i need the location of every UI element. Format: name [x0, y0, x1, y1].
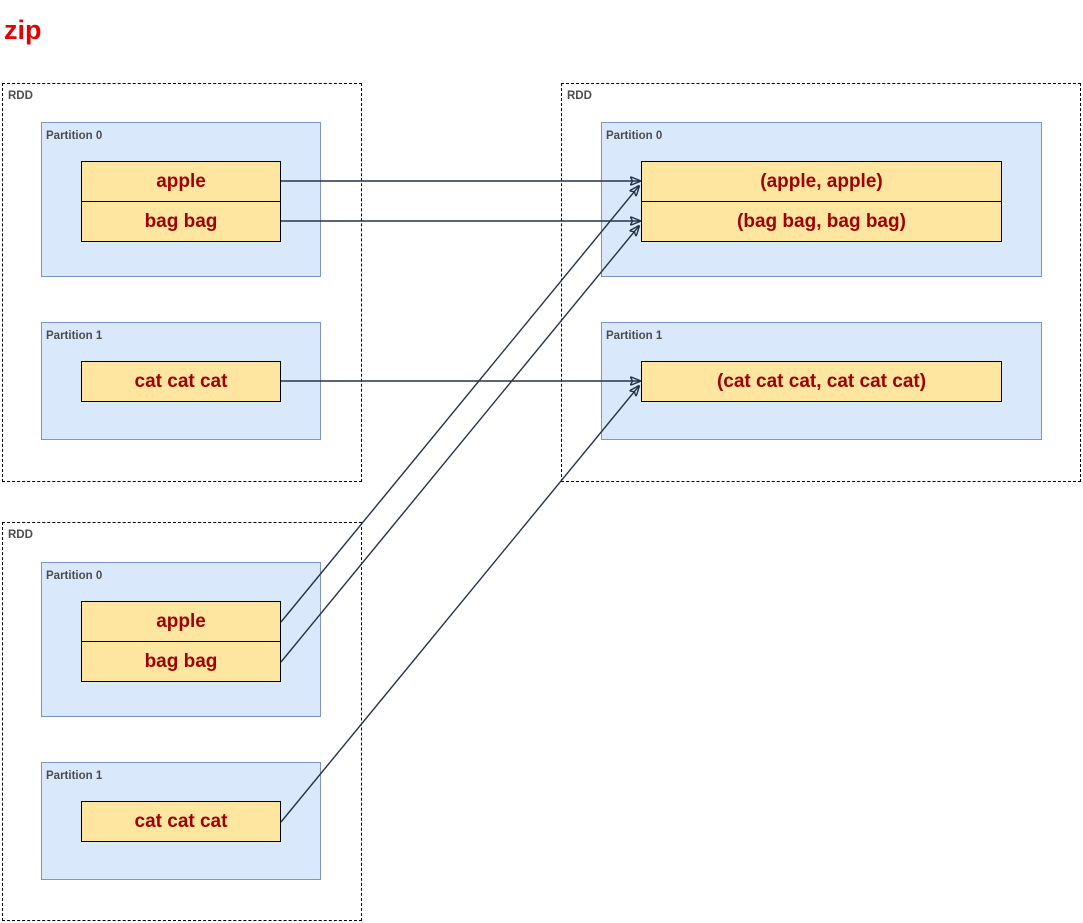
cell-item: (apple, apple) — [642, 162, 1001, 201]
partition-label: Partition 1 — [46, 330, 103, 342]
partition-label: Partition 1 — [606, 330, 663, 342]
cell-stack-input-b-0: apple bag bag — [81, 601, 281, 682]
partition-label: Partition 0 — [606, 130, 663, 142]
cell-item: bag bag — [82, 201, 280, 241]
partition-label: Partition 1 — [46, 770, 103, 782]
rdd-label: RDD — [8, 529, 33, 541]
cell-item: bag bag — [82, 641, 280, 681]
cell-item: (bag bag, bag bag) — [642, 201, 1001, 241]
cell-stack-output-1: (cat cat cat, cat cat cat) — [641, 361, 1002, 402]
rdd-label: RDD — [8, 90, 33, 102]
partition-label: Partition 0 — [46, 570, 103, 582]
cell-stack-input-a-1: cat cat cat — [81, 361, 281, 402]
cell-item: cat cat cat — [82, 802, 280, 841]
cell-item: cat cat cat — [82, 362, 280, 401]
cell-item: (cat cat cat, cat cat cat) — [642, 362, 1001, 401]
cell-item: apple — [82, 162, 280, 201]
rdd-label: RDD — [567, 90, 592, 102]
cell-stack-input-b-1: cat cat cat — [81, 801, 281, 842]
cell-item: apple — [82, 602, 280, 641]
cell-stack-output-0: (apple, apple) (bag bag, bag bag) — [641, 161, 1002, 242]
partition-label: Partition 0 — [46, 130, 103, 142]
cell-stack-input-a-0: apple bag bag — [81, 161, 281, 242]
page-title: zip — [4, 15, 42, 45]
